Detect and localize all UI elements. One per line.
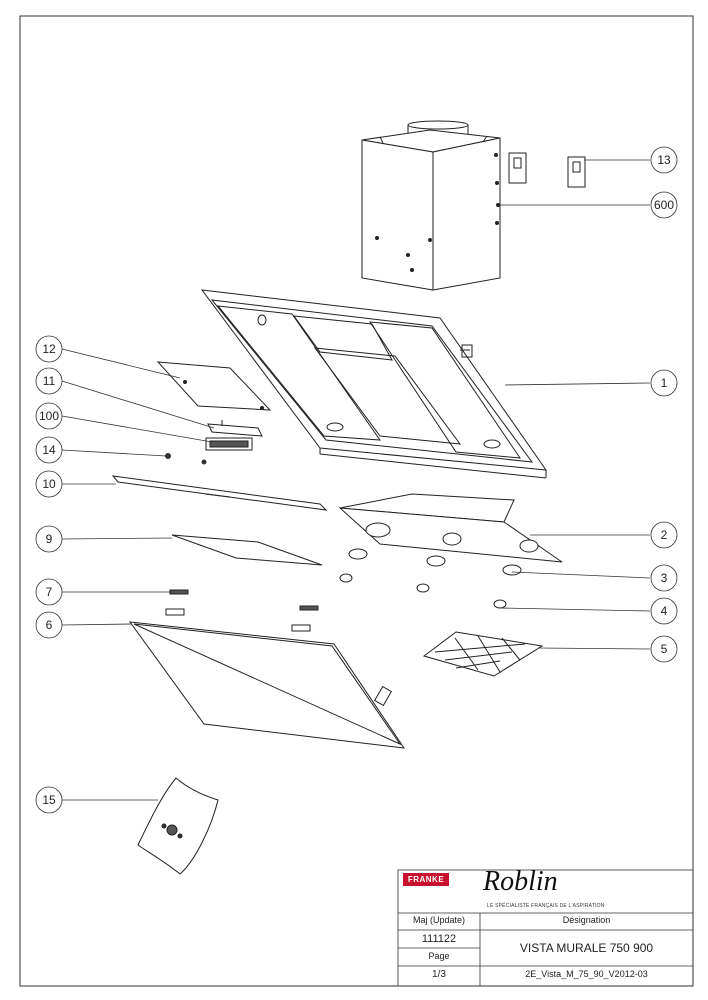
part-wall-brackets bbox=[508, 152, 586, 188]
callout-100: 100 bbox=[38, 409, 60, 423]
part-front-strip bbox=[111, 475, 328, 511]
callout-7: 7 bbox=[45, 585, 53, 599]
update-value: 111122 bbox=[421, 933, 457, 945]
callout-15: 15 bbox=[42, 793, 56, 807]
callout-1: 1 bbox=[660, 376, 668, 390]
part-clips bbox=[165, 589, 319, 632]
leader-lines bbox=[61, 159, 651, 801]
callout-3: 3 bbox=[660, 571, 668, 585]
sheet-border bbox=[19, 15, 694, 987]
part-screws bbox=[165, 453, 207, 465]
part-buttons bbox=[339, 573, 507, 609]
part-control-module bbox=[205, 437, 253, 451]
part-grease-filter bbox=[422, 631, 544, 677]
callout-5: 5 bbox=[660, 642, 668, 656]
part-accessory-bag bbox=[137, 777, 219, 875]
part-control-plate bbox=[156, 361, 272, 411]
callout-600: 600 bbox=[653, 198, 675, 212]
callout-4: 4 bbox=[660, 604, 668, 618]
callout-13: 13 bbox=[657, 153, 671, 167]
part-control-panel bbox=[338, 493, 563, 563]
part-small-bracket bbox=[207, 420, 263, 437]
part-chimney-cover bbox=[361, 120, 501, 291]
part-diffuser bbox=[171, 534, 323, 566]
callout-10: 10 bbox=[42, 477, 56, 491]
callout-12: 12 bbox=[42, 342, 56, 356]
callout-14: 14 bbox=[42, 443, 56, 457]
designation-label: Désignation bbox=[562, 915, 611, 925]
callout-9: 9 bbox=[45, 532, 53, 546]
title-block-frame bbox=[397, 869, 694, 987]
page-label: Page bbox=[428, 951, 450, 961]
brand-tagline: LE SPÉCIALISTE FRANÇAIS DE L'ASPIRATION bbox=[487, 903, 605, 909]
update-label: Maj (Update) bbox=[412, 915, 466, 925]
callout-11: 11 bbox=[42, 374, 56, 388]
page-value: 1/3 bbox=[432, 969, 446, 980]
roblin-logo: Roblin bbox=[483, 866, 558, 897]
part-hood-body bbox=[200, 289, 548, 479]
franke-logo: FRANKE bbox=[403, 873, 449, 886]
callout-6: 6 bbox=[45, 618, 53, 632]
callout-circles bbox=[35, 146, 678, 814]
drawing-reference: 2E_Vista_M_75_90_V2012-03 bbox=[525, 969, 648, 979]
designation-value: VISTA MURALE 750 900 bbox=[519, 941, 654, 955]
part-glass-panel bbox=[128, 621, 406, 749]
callout-2: 2 bbox=[660, 528, 668, 542]
